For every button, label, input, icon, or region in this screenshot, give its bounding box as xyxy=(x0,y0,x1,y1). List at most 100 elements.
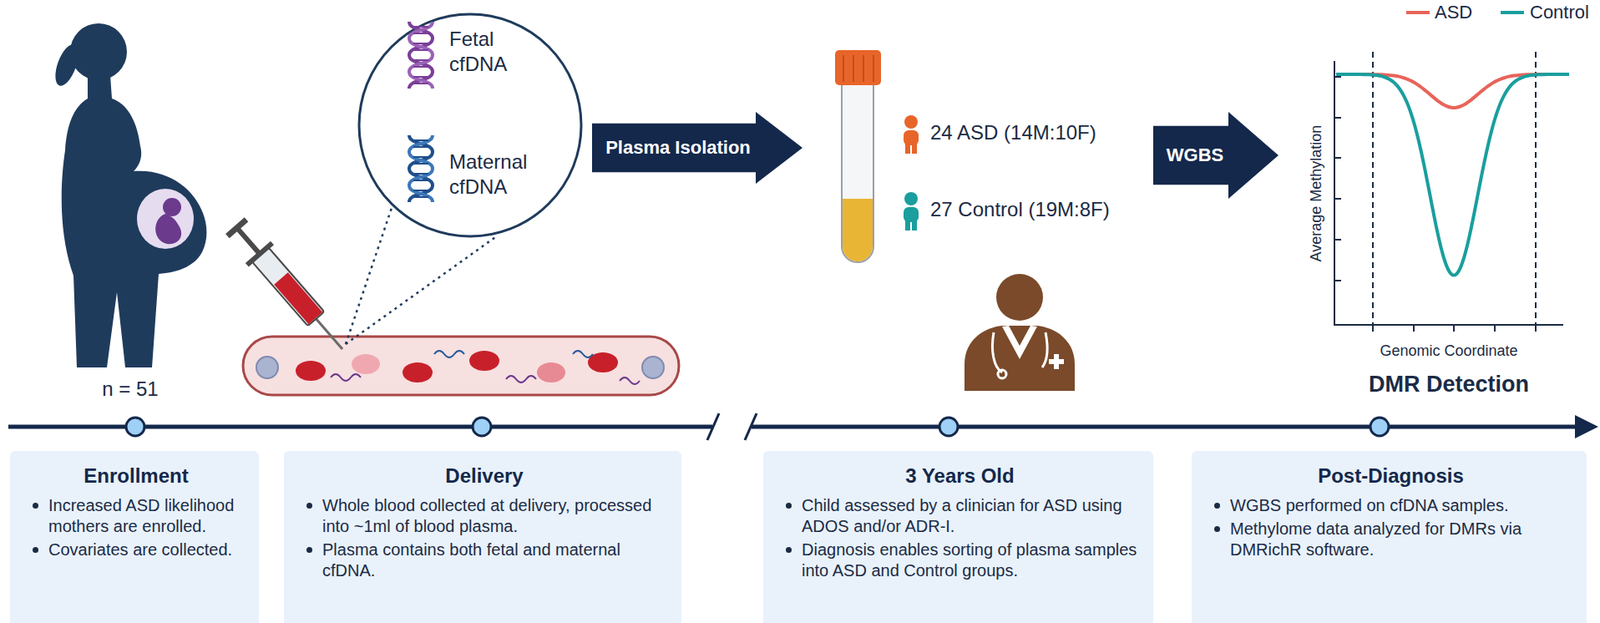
chart-axes xyxy=(1493,324,1496,332)
chart-axes xyxy=(1534,324,1537,332)
timeline xyxy=(751,425,1580,430)
pregnant-woman xyxy=(50,23,208,368)
control-person-icon xyxy=(905,217,911,231)
bullet-text: Covariates are collected. xyxy=(28,539,244,561)
blood-vessel xyxy=(642,356,664,379)
bullet-text: Whole blood collected at delivery, proce… xyxy=(302,495,667,537)
block-arrow xyxy=(1153,111,1279,199)
timeline-box: 3 Years OldChild assessed by a clinician… xyxy=(763,450,1154,623)
pregnant-woman xyxy=(50,41,83,89)
methylation-curve xyxy=(1336,74,1570,108)
bullet-text: Increased ASD likelihood mothers are enr… xyxy=(28,495,244,537)
bullet-text: WGBS performed on cfDNA samples. xyxy=(1210,495,1572,517)
clinician-icon xyxy=(996,273,1044,321)
legend-swatch xyxy=(1500,10,1525,15)
maternal-dna-helix xyxy=(413,140,429,198)
syringe xyxy=(316,318,343,350)
process-arrow: Plasma Isolation xyxy=(592,111,803,184)
legend-swatch xyxy=(1406,10,1430,15)
process-arrow: WGBS xyxy=(1153,111,1279,199)
timeline xyxy=(126,417,145,436)
maternal-dna-helix xyxy=(413,196,429,198)
fetal-dna-helix xyxy=(413,26,429,84)
dmr-boundary xyxy=(1534,51,1537,325)
chart-axes xyxy=(1334,116,1342,119)
fetal-dna-helix xyxy=(413,49,429,51)
pregnant-woman xyxy=(136,188,194,249)
blood-vessel xyxy=(619,377,640,385)
axis-title: Genomic Coordinate xyxy=(1365,342,1533,360)
timeline xyxy=(8,425,713,430)
chart-axes xyxy=(1334,197,1342,200)
syringe xyxy=(225,217,249,238)
chart-axes xyxy=(1453,324,1455,332)
chart-axes xyxy=(1334,279,1342,282)
fetal-dna-helix xyxy=(409,21,433,89)
chart-axes xyxy=(1412,324,1415,332)
blood-vessel xyxy=(330,374,361,381)
chart-axes xyxy=(1333,60,1336,326)
group-count: 24 ASD (14M:10F) xyxy=(930,121,1165,145)
pregnant-woman xyxy=(162,197,182,217)
node-text: Maternal cfDNA xyxy=(449,149,550,200)
axis-title: Average Methylation xyxy=(1307,101,1326,286)
syringe xyxy=(236,227,263,257)
chart-axes xyxy=(1333,60,1564,332)
control-person-icon xyxy=(911,217,917,231)
blood-vessel xyxy=(536,362,566,383)
plasma-tube xyxy=(842,55,845,82)
node-text: Fetal cfDNA xyxy=(449,26,550,77)
block-arrow xyxy=(592,111,803,184)
legend-text: ASD xyxy=(1434,1,1473,24)
bullet-text: Diagnosis enables sorting of plasma samp… xyxy=(781,539,1139,582)
sample-count: n = 51 xyxy=(80,377,181,401)
box-heading: Post-Diagnosis xyxy=(1210,464,1572,488)
maternal-dna-helix xyxy=(409,135,433,203)
blood-vessel xyxy=(256,356,279,379)
blood-vessel xyxy=(469,350,500,371)
chart-axes xyxy=(1334,156,1342,159)
pregnant-woman xyxy=(155,213,182,244)
fetal-dna-helix xyxy=(413,32,429,35)
clinician-icon xyxy=(1002,325,1038,360)
plasma-tube xyxy=(852,55,855,82)
fetal-dna-helix xyxy=(413,42,429,45)
bullet-text: Plasma contains both fetal and maternal … xyxy=(302,539,667,582)
timeline-box: Post-DiagnosisWGBS performed on cfDNA sa… xyxy=(1191,450,1587,623)
clinician-icon xyxy=(1042,332,1048,368)
pregnant-woman xyxy=(61,75,208,368)
fetal-dna-helix xyxy=(413,25,429,28)
timeline-box: DeliveryWhole blood collected at deliver… xyxy=(283,450,682,623)
blood-vessel xyxy=(506,375,537,383)
timeline-box: EnrollmentIncreased ASD likelihood mothe… xyxy=(10,450,259,623)
blood-vessel xyxy=(572,350,593,358)
maternal-dna-helix xyxy=(413,179,429,182)
clinician-icon xyxy=(997,369,1007,379)
clinician-icon xyxy=(992,332,1003,373)
chart-title: DMR Detection xyxy=(1348,371,1550,398)
maternal-dna-helix xyxy=(413,162,429,165)
bullet-text: Methylome data analyzed for DMRs via DMR… xyxy=(1210,518,1572,561)
syringe xyxy=(273,272,323,325)
blood-vessel xyxy=(295,360,326,381)
timeline xyxy=(1574,415,1599,439)
maternal-dna-helix xyxy=(409,135,433,203)
blood-vessel xyxy=(351,354,380,375)
methylation-curve xyxy=(1336,74,1570,276)
timeline xyxy=(1370,417,1389,436)
fetal-dna-helix xyxy=(413,59,429,61)
zoom-leader xyxy=(345,205,393,345)
chart-axes xyxy=(1334,75,1342,78)
fetal-dna-helix xyxy=(409,21,433,89)
plasma-tube xyxy=(862,55,865,82)
blood-vessel xyxy=(402,362,433,383)
maternal-dna-helix xyxy=(413,146,429,148)
dmr-boundary xyxy=(1372,51,1374,325)
clinician-icon xyxy=(1053,354,1059,370)
fetal-dna-helix xyxy=(413,65,429,68)
control-person-icon xyxy=(904,192,918,206)
maternal-dna-helix xyxy=(413,156,429,158)
chart-axes xyxy=(1334,238,1342,241)
timeline xyxy=(939,417,958,436)
